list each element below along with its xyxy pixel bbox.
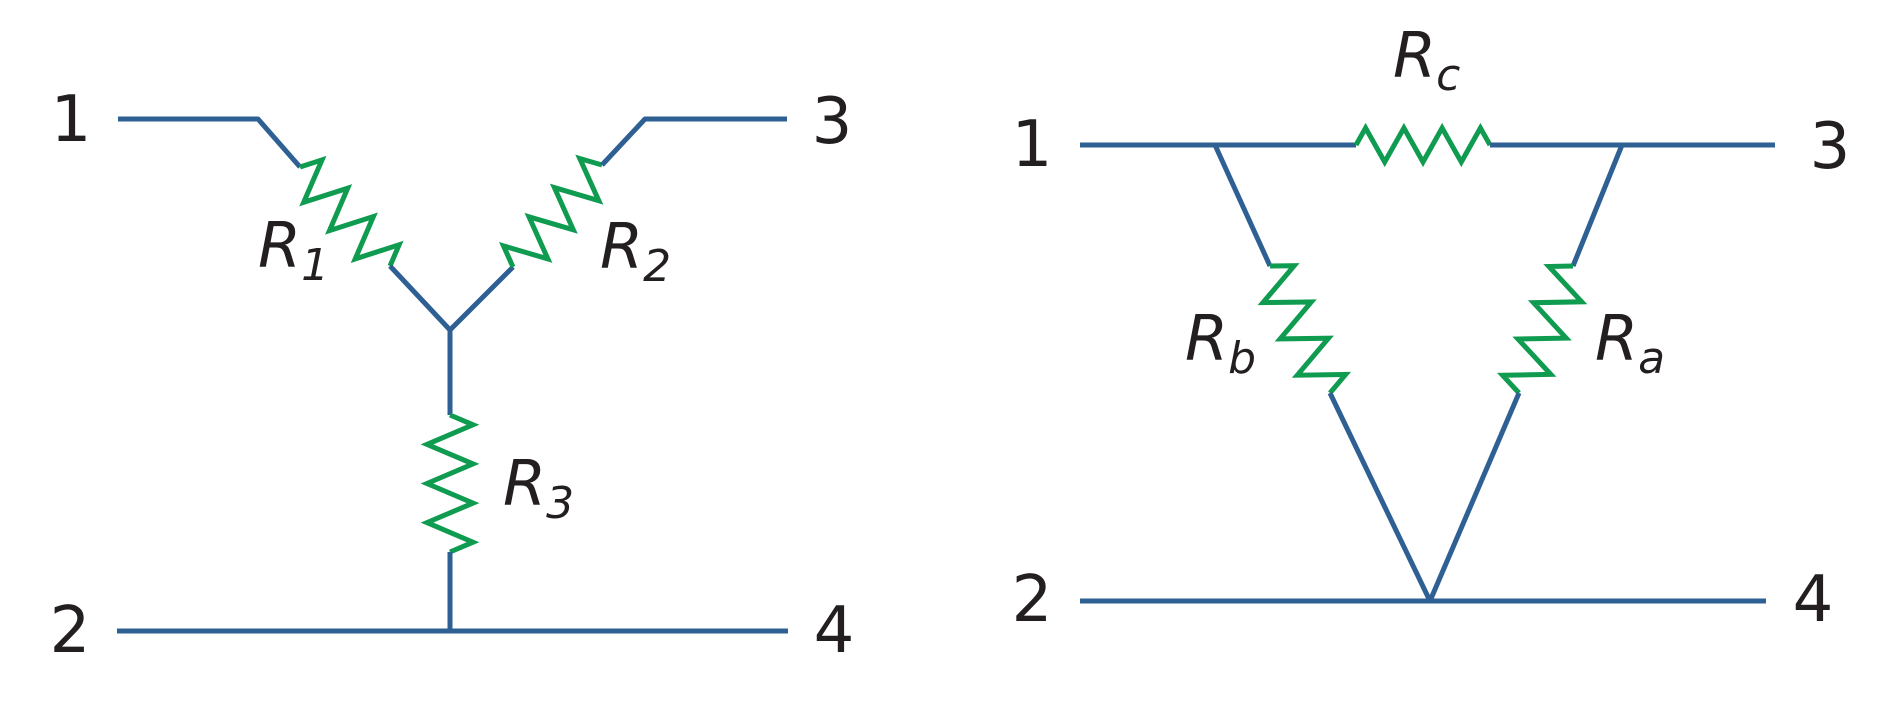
resistor-rc-zigzag <box>1353 122 1493 168</box>
delta-terminal-2: 2 <box>1012 563 1053 637</box>
wye-terminal-3: 3 <box>812 85 853 159</box>
delta-network: 1 3 2 4 Rc Rb Ra <box>1012 19 1851 637</box>
resistor-r3-zigzag <box>420 412 480 555</box>
resistor-r3-label: R3 <box>503 447 574 529</box>
resistor-rc-label: Rc <box>1393 19 1460 101</box>
wye-terminal-4: 4 <box>814 594 855 668</box>
wye-terminal-2: 2 <box>50 594 91 668</box>
wye-node1-lead-wire <box>118 116 302 169</box>
resistor-ra-zigzag <box>1496 263 1588 395</box>
resistor-rb-zigzag <box>1257 263 1352 395</box>
delta-terminal-3: 3 <box>1810 110 1851 184</box>
delta-terminal-4: 4 <box>1793 563 1834 637</box>
wye-terminal-1: 1 <box>51 83 92 157</box>
delta-left-diagonal-upper-wire <box>1212 143 1273 268</box>
resistor-rb-label: Rb <box>1185 302 1256 384</box>
resistor-r2-zigzag <box>498 154 604 269</box>
wye-center-v-wire <box>388 264 515 333</box>
wye-node3-lead-wire <box>600 116 787 167</box>
delta-terminal-1: 1 <box>1012 108 1053 182</box>
resistor-r1-zigzag <box>299 155 404 267</box>
resistor-r2-label: R2 <box>600 210 671 292</box>
wye-network: 1 3 2 4 R1 R2 R3 <box>50 83 855 668</box>
resistor-r1-label: R1 <box>258 209 329 291</box>
delta-right-diagonal-lower-wire <box>1427 392 1522 602</box>
delta-left-diagonal-lower-wire <box>1327 391 1433 603</box>
resistor-ra-label: Ra <box>1595 302 1665 384</box>
delta-right-diagonal-upper-wire <box>1570 144 1625 267</box>
